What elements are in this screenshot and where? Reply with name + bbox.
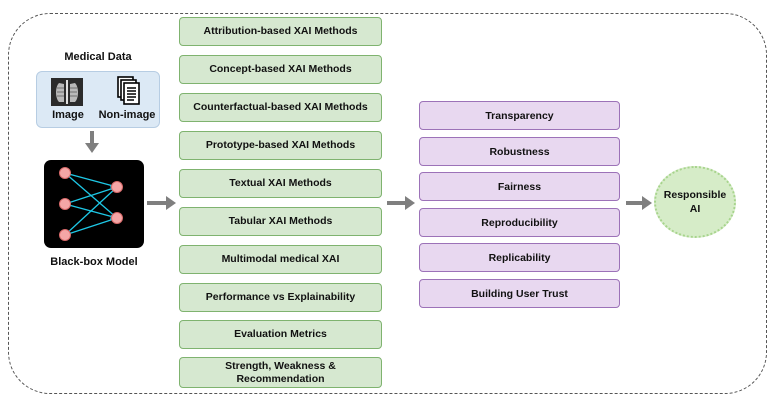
principle-replicability: Replicability — [419, 243, 620, 272]
document-icon — [117, 76, 140, 105]
method-performance-vs-explainability: Performance vs Explainability — [179, 283, 382, 312]
arrow-model-to-methods — [147, 201, 167, 205]
goal-line-1: Responsible — [663, 189, 727, 201]
black-box-label: Black-box Model — [50, 256, 138, 268]
method-counterfactual: Counterfactual-based XAI Methods — [179, 93, 382, 122]
method-concept: Concept-based XAI Methods — [179, 55, 382, 84]
arrow-methods-to-principles — [387, 201, 406, 205]
goal-line-2: AI — [689, 203, 701, 215]
principle-building-user-trust: Building User Trust — [419, 279, 620, 308]
method-textual: Textual XAI Methods — [179, 169, 382, 198]
responsible-ai-node: Responsible AI — [654, 166, 736, 238]
neural-network-icon — [59, 167, 123, 241]
arrow-principles-to-goal — [626, 201, 643, 205]
principle-fairness: Fairness — [419, 172, 620, 201]
image-label: Image — [52, 109, 84, 121]
method-tabular: Tabular XAI Methods — [179, 207, 382, 236]
method-strength-weakness: Strength, Weakness & Recommendation — [179, 357, 382, 388]
xray-icon — [51, 78, 83, 106]
method-evaluation-metrics: Evaluation Metrics — [179, 320, 382, 349]
method-multimodal: Multimodal medical XAI — [179, 245, 382, 274]
method-prototype: Prototype-based XAI Methods — [179, 131, 382, 160]
principle-robustness: Robustness — [419, 137, 620, 166]
method-attribution: Attribution-based XAI Methods — [179, 17, 382, 46]
principle-transparency: Transparency — [419, 101, 620, 130]
outer-frame — [8, 13, 767, 394]
principle-reproducibility: Reproducibility — [419, 208, 620, 237]
arrow-data-to-model — [90, 131, 94, 143]
non-image-label: Non-image — [98, 109, 156, 121]
medical-data-title: Medical Data — [64, 51, 132, 63]
black-box-model — [44, 160, 144, 248]
medical-data-box: Image Non-image — [36, 71, 160, 128]
